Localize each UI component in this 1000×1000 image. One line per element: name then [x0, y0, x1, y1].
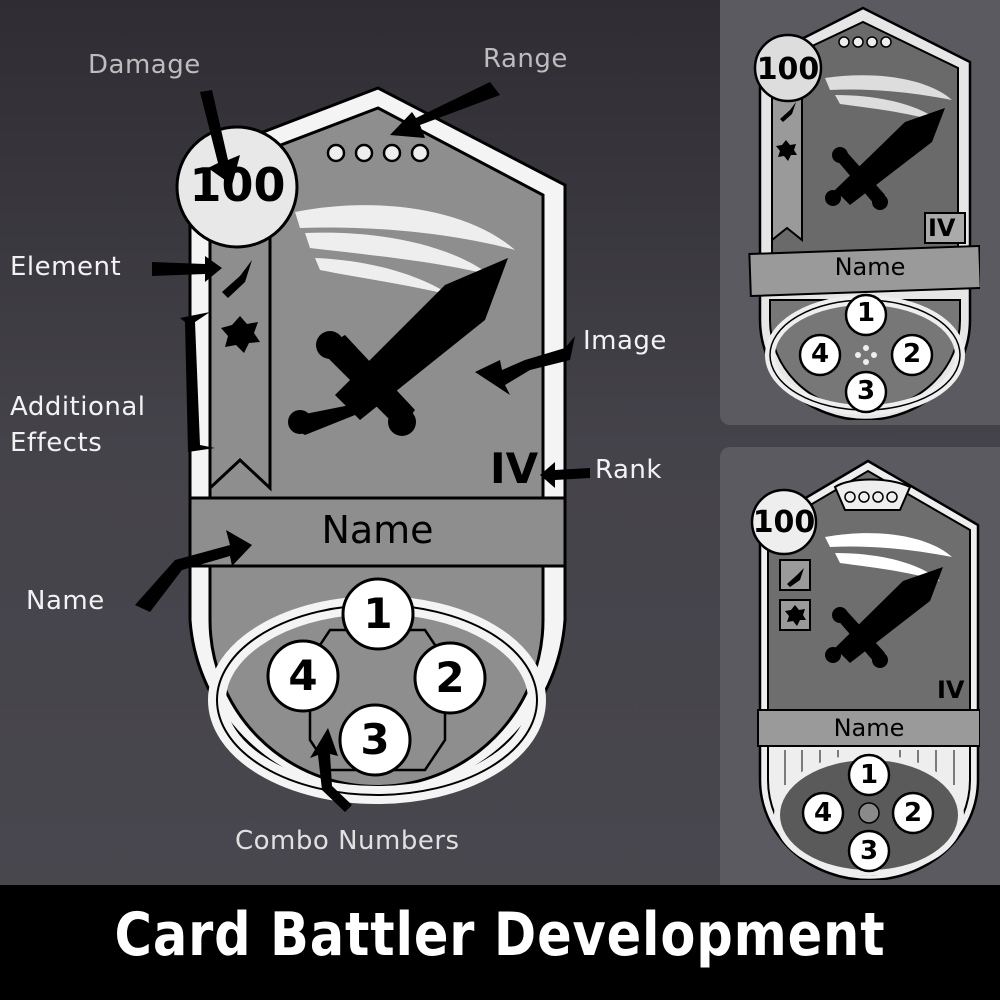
variant-bottom-combo-4: 4 [813, 798, 833, 828]
combo-number-2: 2 [435, 653, 465, 702]
label-additional-effects-1: Additional [10, 392, 146, 422]
card-name: Name [321, 508, 434, 552]
damage-value: 100 [189, 158, 286, 212]
variant-bottom-combo-1: 1 [859, 760, 879, 790]
annotation-arrows [135, 82, 590, 812]
range-pips [326, 143, 430, 163]
label-image: Image [583, 326, 667, 356]
label-element: Element [10, 252, 122, 282]
variant-top-combo-3: 3 [856, 376, 876, 406]
footer-banner [0, 885, 1000, 1000]
combo-number-3: 3 [360, 715, 390, 764]
variant-card-bottom [750, 459, 980, 880]
label-rank: Rank [595, 455, 662, 485]
label-additional-effects-2: Effects [10, 428, 103, 458]
variant-top-rank: IV [928, 214, 956, 242]
variant-top-damage: 100 [756, 52, 820, 87]
label-range: Range [483, 44, 568, 74]
effect-star-icon [221, 316, 260, 353]
rank-value: IV [490, 444, 539, 493]
combo-number-4: 4 [288, 651, 318, 700]
variant-card-top [748, 6, 980, 420]
sword-icon [288, 258, 508, 436]
label-combo-numbers: Combo Numbers [235, 826, 460, 856]
variant-bottom-combo-2: 2 [903, 798, 923, 828]
element-sword-icon [222, 260, 252, 298]
label-damage: Damage [88, 50, 201, 80]
page-title: Card Battler Development [114, 900, 886, 970]
variant-bottom-rank: IV [937, 676, 965, 704]
variant-bottom-combo-3: 3 [859, 836, 879, 866]
combo-number-1: 1 [363, 589, 393, 638]
main-card [135, 82, 590, 812]
variant-top-combo-2: 2 [902, 339, 922, 369]
label-name: Name [26, 586, 105, 616]
variant-bottom-name: Name [833, 714, 905, 742]
variant-top-combo-4: 4 [810, 339, 830, 369]
variant-top-name: Name [834, 253, 906, 281]
variant-bottom-damage: 100 [752, 505, 816, 540]
variant-top-combo-1: 1 [856, 298, 876, 328]
